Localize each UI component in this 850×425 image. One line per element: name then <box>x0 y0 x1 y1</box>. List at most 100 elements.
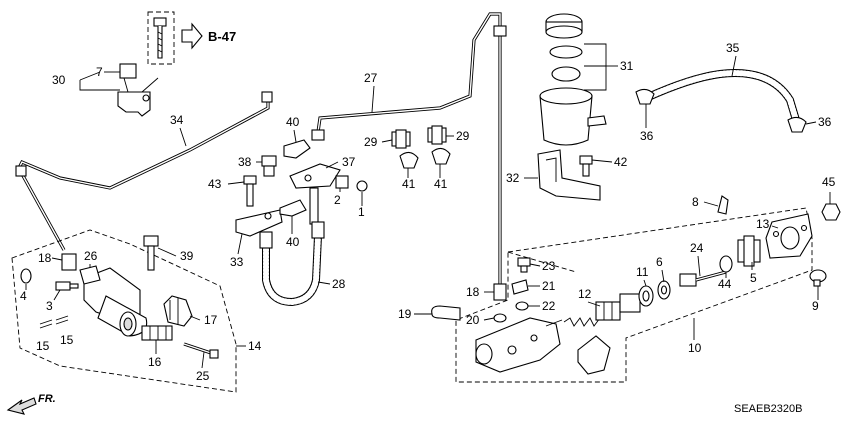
callout-29-right: 29 <box>456 129 470 143</box>
callout-28: 28 <box>332 277 346 291</box>
bolt-23 <box>517 257 531 273</box>
callout-6: 6 <box>656 255 663 269</box>
callout-12: 12 <box>578 287 592 301</box>
clip-40-top <box>283 139 311 159</box>
bracket-37 <box>289 163 341 225</box>
callout-25: 25 <box>196 369 210 383</box>
callout-43: 43 <box>208 177 222 191</box>
nut-44 <box>719 255 733 273</box>
callout-18-right: 18 <box>466 285 480 299</box>
callout-11: 11 <box>636 265 649 279</box>
reference-arrow-icon <box>181 22 203 50</box>
clamp-36-right <box>787 116 807 133</box>
bolt-38 <box>261 155 277 177</box>
callout-40-top: 40 <box>286 115 300 129</box>
reference-label: B-47 <box>208 29 236 44</box>
yoke-5 <box>737 235 761 267</box>
clamp-41-left <box>399 151 419 169</box>
callout-20: 20 <box>466 313 480 327</box>
spring-12 <box>563 293 641 327</box>
part-31-reservoir <box>539 13 607 146</box>
callout-4: 4 <box>20 289 27 303</box>
grommet-29-right <box>427 125 447 145</box>
callout-1: 1 <box>358 205 365 219</box>
clip-40-bottom <box>279 199 307 217</box>
part-10-master-cylinder <box>475 317 563 373</box>
clip-8 <box>717 195 729 215</box>
callout-5: 5 <box>750 271 757 285</box>
clamp-36-left <box>635 88 655 105</box>
front-arrow-icon <box>6 397 37 415</box>
bolt-43 <box>243 175 257 207</box>
nut-2 <box>335 175 349 189</box>
callout-2: 2 <box>334 193 341 207</box>
clip-15 <box>39 315 69 329</box>
callout-42: 42 <box>614 155 628 169</box>
callout-7: 7 <box>96 65 103 79</box>
callout-15-left: 15 <box>36 339 50 353</box>
callout-38: 38 <box>238 155 252 169</box>
callout-22: 22 <box>542 299 556 313</box>
callout-16: 16 <box>148 355 162 369</box>
fitting-18-right <box>493 283 507 301</box>
callout-26: 26 <box>84 249 98 263</box>
pushrod-24 <box>679 270 727 287</box>
reference-bolt-group: B-47 <box>147 11 236 65</box>
callout-27: 27 <box>364 71 378 85</box>
bolt-42 <box>579 155 593 177</box>
pushrod-25 <box>183 342 219 359</box>
cap-4 <box>20 268 32 284</box>
callout-13: 13 <box>756 217 770 231</box>
callout-36-right: 36 <box>818 115 832 129</box>
callout-23: 23 <box>542 259 556 273</box>
callout-19: 19 <box>398 307 412 321</box>
bracket-33 <box>235 209 283 237</box>
washer-6 <box>657 280 671 300</box>
o-ring-22 <box>515 301 529 311</box>
boot-17 <box>163 295 193 327</box>
callout-9: 9 <box>812 299 819 313</box>
cap-26 <box>79 265 101 285</box>
callout-41-left: 41 <box>402 177 416 191</box>
front-direction-indicator: FR. <box>6 393 56 415</box>
slave-cylinder-frame <box>11 229 237 393</box>
gasket-13 <box>765 213 813 259</box>
washer-1 <box>356 180 368 192</box>
callout-35: 35 <box>726 41 740 55</box>
callout-41-right: 41 <box>434 177 448 191</box>
callout-39: 39 <box>180 249 194 263</box>
clip-19 <box>431 305 461 321</box>
fitting-21 <box>511 279 529 295</box>
callout-24: 24 <box>690 241 704 255</box>
callout-36-left: 36 <box>640 129 654 143</box>
front-label: FR. <box>38 393 56 405</box>
piston-16 <box>141 325 173 341</box>
callout-33: 33 <box>230 255 244 269</box>
callout-21: 21 <box>542 279 556 293</box>
callout-30: 30 <box>52 73 66 87</box>
callout-29-left: 29 <box>364 135 378 149</box>
part-30-bracket <box>117 63 159 117</box>
part-35-hose <box>642 69 800 124</box>
nut-45 <box>821 203 841 221</box>
callout-31: 31 <box>620 59 634 73</box>
callout-44: 44 <box>718 277 732 291</box>
bolt-39 <box>143 235 159 271</box>
clamp-41-right <box>431 147 451 165</box>
bolt-icon <box>153 17 167 59</box>
callout-32: 32 <box>506 171 520 185</box>
part-32-bracket <box>537 149 601 201</box>
callout-34: 34 <box>170 113 184 127</box>
clip-icon <box>119 63 137 79</box>
part-28-hose <box>259 221 325 307</box>
diagram-code: SEAEB2320B <box>734 403 803 415</box>
callout-37: 37 <box>342 155 356 169</box>
boot-plate <box>577 335 611 375</box>
washer-20 <box>493 313 507 323</box>
bleeder-18-left <box>61 253 77 271</box>
callout-40-bottom: 40 <box>286 235 300 249</box>
grommet-29-left <box>391 129 411 149</box>
callout-17: 17 <box>204 313 218 327</box>
callout-45: 45 <box>822 175 836 189</box>
